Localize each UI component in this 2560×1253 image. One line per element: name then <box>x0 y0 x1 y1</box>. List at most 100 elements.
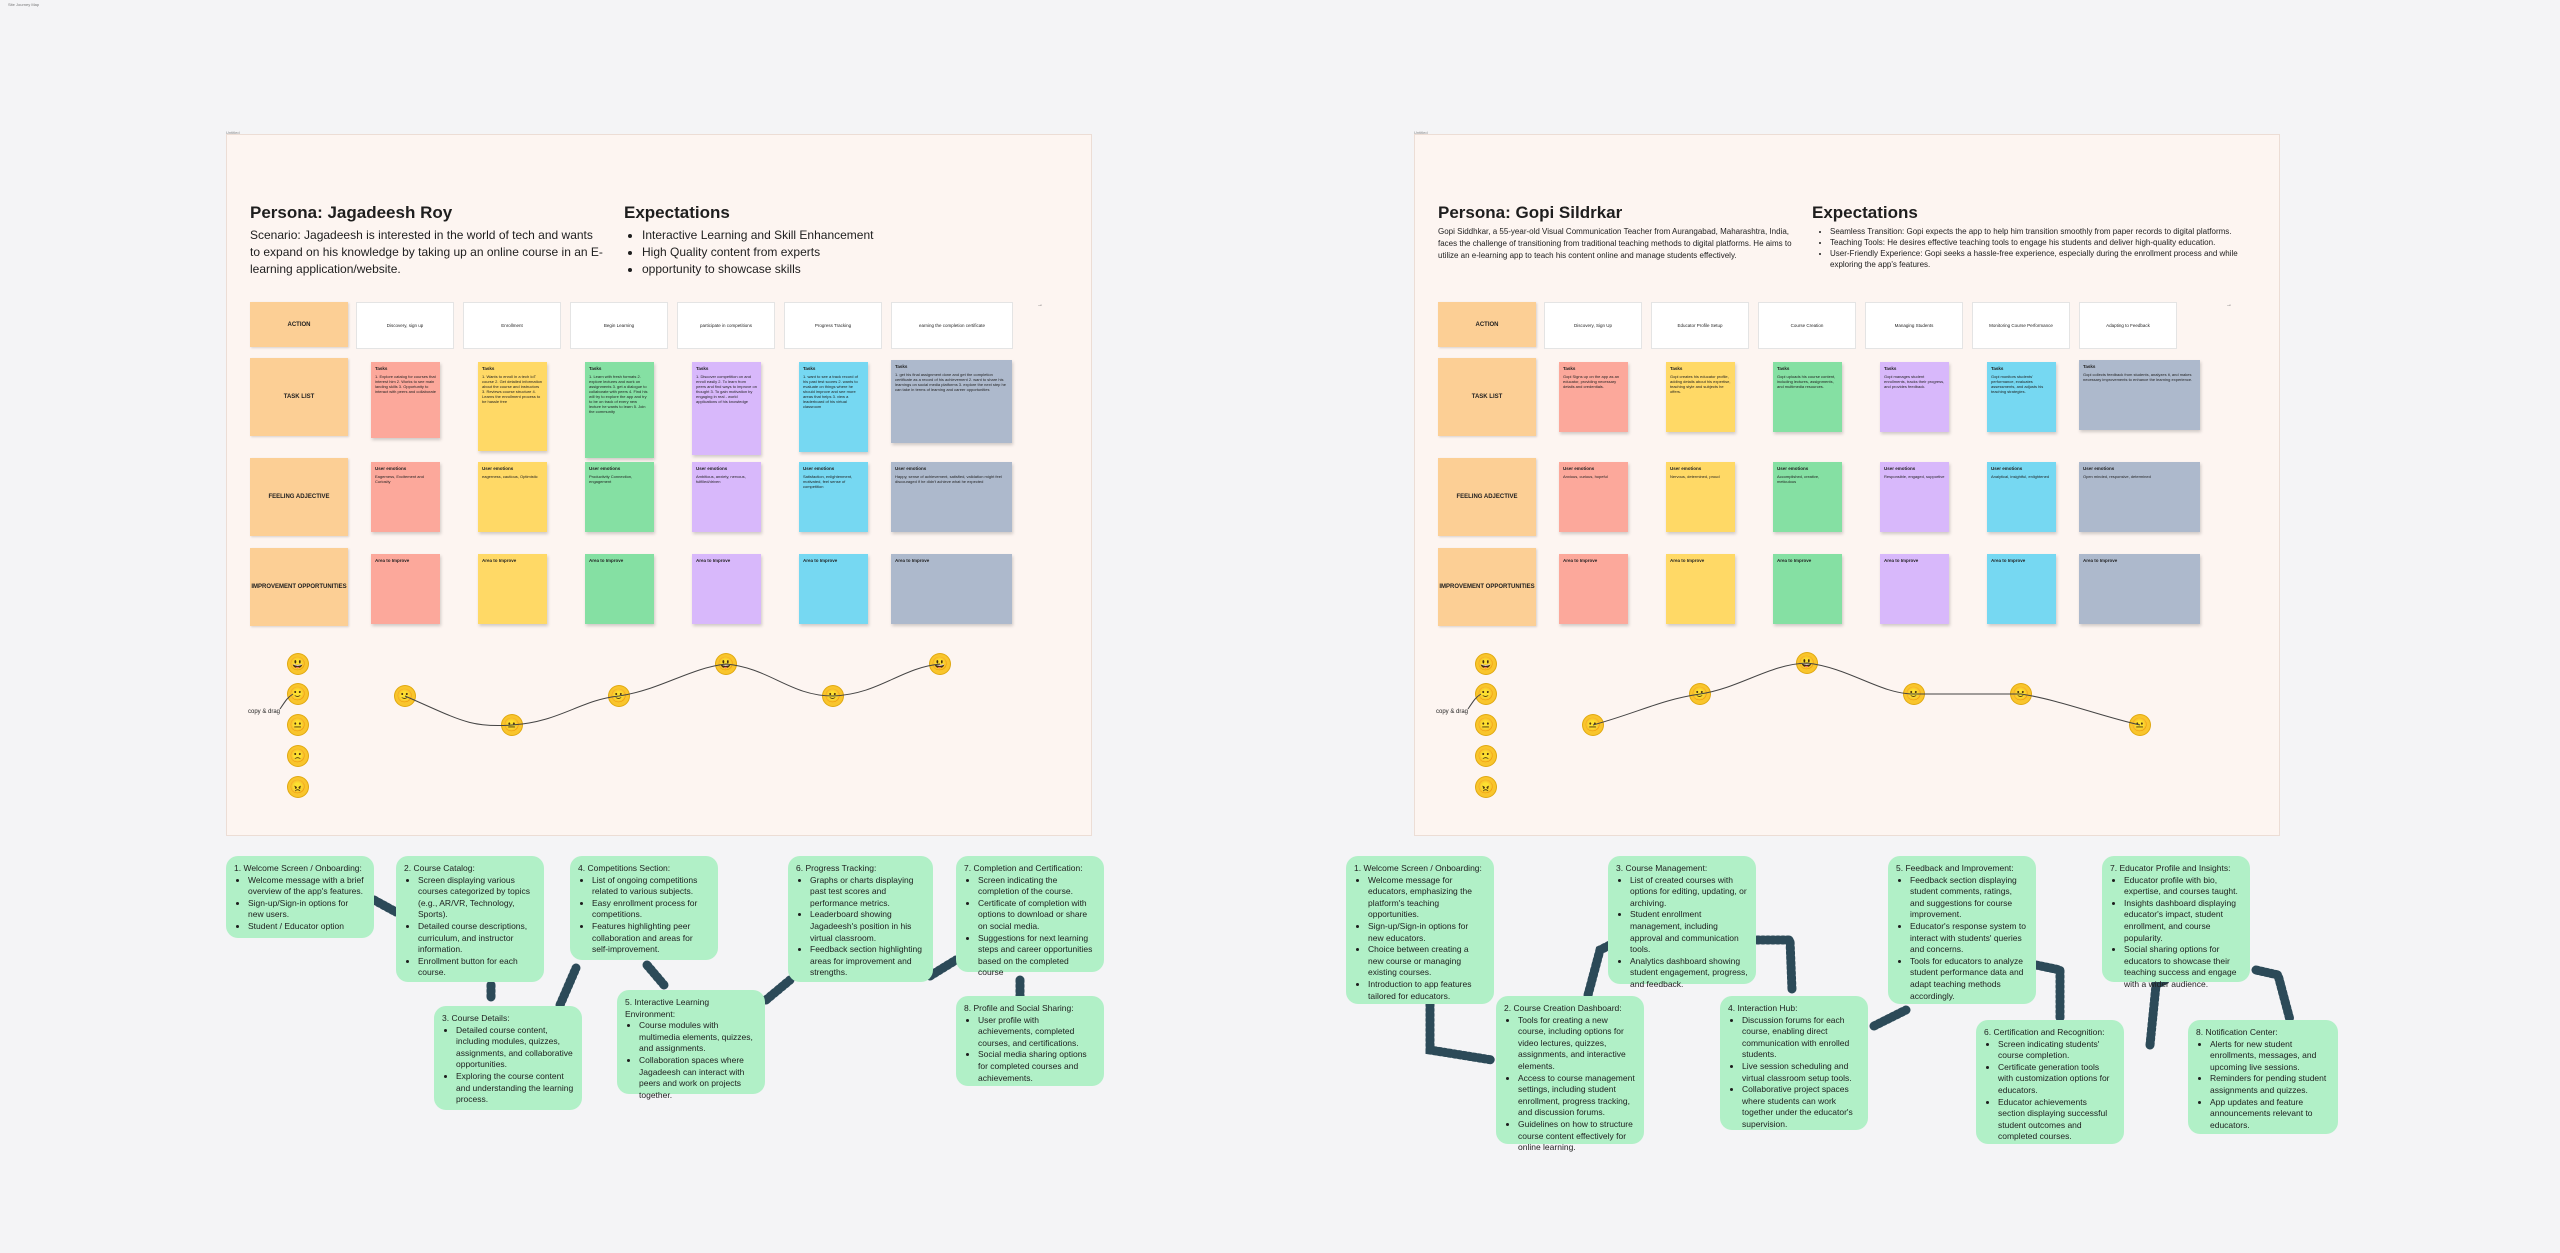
stage-card[interactable]: earning the completion certificate <box>891 302 1013 349</box>
row-label-improvement: IMPROVEMENT OPPORTUNITIES <box>250 548 348 626</box>
improve-sticky[interactable]: Area to Improve <box>478 554 547 624</box>
flow-card[interactable]: 8. Notification Center: Alerts for new s… <box>2188 1020 2338 1134</box>
sticky-text: Analytical, insightful, enlightened <box>1991 474 2050 479</box>
flow-card[interactable]: 2. Course Creation Dashboard: Tools for … <box>1496 996 1644 1152</box>
happy-face-icon[interactable]: 😃 <box>288 654 308 674</box>
flow-card-list: Alerts for new student enrollments, mess… <box>2196 1039 2330 1132</box>
sad-face-icon[interactable]: 🙁 <box>1476 746 1496 766</box>
sticky-title: Tasks <box>1670 366 1683 371</box>
flow-card[interactable]: 1. Welcome Screen / Onboarding: Welcome … <box>226 856 374 938</box>
flow-card[interactable]: 5. Interactive Learning Environment: Cou… <box>617 990 765 1100</box>
sticky-text: 1. Wants to enroll in a tech IoT course … <box>482 374 543 404</box>
flow-card-list: Screen displaying various courses catego… <box>404 875 536 979</box>
expectations-list: Interactive Learning and Skill Enhanceme… <box>624 227 992 278</box>
emotion-curve <box>1592 662 2141 726</box>
flow-card[interactable]: 3. Course Details: Detailed course conte… <box>434 1006 582 1110</box>
flow-card-item: Insights dashboard displaying educator's… <box>2124 898 2242 944</box>
angry-face-icon[interactable]: 😠 <box>288 777 308 797</box>
stage-card[interactable]: Discovery, sign up <box>356 302 454 349</box>
stage-card[interactable]: Monitoring Course Performance <box>1972 302 2070 349</box>
angry-face-icon[interactable]: 😠 <box>1476 777 1496 797</box>
row-label-task-list: TASK LIST <box>250 358 348 436</box>
flow-card-item: List of ongoing competitions related to … <box>592 875 710 898</box>
smile-face-icon[interactable]: 🙂 <box>288 684 308 704</box>
flow-card-item: Certificate of completion with options t… <box>978 898 1096 933</box>
neutral-face-icon[interactable]: 😐 <box>288 715 308 735</box>
improve-sticky[interactable]: Area to Improve <box>371 554 440 624</box>
stage-card[interactable]: Progress Tracking <box>784 302 882 349</box>
flow-card[interactable]: 8. Profile and Social Sharing: User prof… <box>956 996 1104 1086</box>
flow-card-list: Detailed course content, including modul… <box>442 1025 574 1106</box>
board-label[interactable]: Untitled <box>226 130 240 135</box>
flow-card[interactable]: 6. Progress Tracking: Graphs or charts d… <box>788 856 933 982</box>
stage-card[interactable]: Begin Learning <box>570 302 668 349</box>
neutral-face-icon[interactable]: 😐 <box>1476 715 1496 735</box>
stage-card[interactable]: Discovery, Sign Up <box>1544 302 1642 349</box>
expectation-item: opportunity to showcase skills <box>642 261 992 278</box>
sticky-title: User emotions <box>1670 466 1702 471</box>
improve-sticky[interactable]: Area to Improve <box>2079 554 2200 624</box>
flow-card[interactable]: 7. Completion and Certification: Screen … <box>956 856 1104 977</box>
flow-card[interactable]: 4. Interaction Hub: Discussion forums fo… <box>1720 996 1868 1130</box>
stage-card[interactable]: Course Creation <box>1758 302 1856 349</box>
improve-sticky[interactable]: Area to Improve <box>891 554 1012 624</box>
flow-card[interactable]: 6. Certification and Recognition: Screen… <box>1976 1020 2124 1144</box>
flow-card[interactable]: 7. Educator Profile and Insights: Educat… <box>2102 856 2250 989</box>
flow-card[interactable]: 5. Feedback and Improvement: Feedback se… <box>1888 856 2036 1004</box>
sticky-text: Gopi creates his educator profile, addin… <box>1670 374 1731 394</box>
smile-face-icon[interactable]: 🙂 <box>1476 684 1496 704</box>
sad-face-icon[interactable]: 🙁 <box>288 746 308 766</box>
flow-card[interactable]: 4. Competitions Section: List of ongoing… <box>570 856 718 960</box>
happy-face-icon[interactable]: 😃 <box>1476 654 1496 674</box>
flow-card[interactable]: 1. Welcome Screen / Onboarding: Welcome … <box>1346 856 1494 1004</box>
sticky-title: Tasks <box>589 366 602 371</box>
improve-sticky[interactable]: Area to Improve <box>1666 554 1735 624</box>
improve-sticky[interactable]: Area to Improve <box>585 554 654 624</box>
flow-card[interactable]: 2. Course Catalog: Screen displaying var… <box>396 856 544 982</box>
flow-arrow <box>555 963 581 1010</box>
stage-card[interactable]: participate in competitions <box>677 302 775 349</box>
flow-card-item: Educator profile with bio, expertise, an… <box>2124 875 2242 898</box>
improve-sticky[interactable]: Area to Improve <box>1773 554 1842 624</box>
board-label[interactable]: Untitled <box>1414 130 1428 135</box>
flow-arrow <box>642 960 669 990</box>
improve-sticky[interactable]: Area to Improve <box>1559 554 1628 624</box>
stage-card[interactable]: Educator Profile Setup <box>1651 302 1749 349</box>
improve-sticky[interactable]: Area to Improve <box>1880 554 1949 624</box>
flow-arrow <box>369 895 401 917</box>
stage-card[interactable]: Managing Students <box>1865 302 1963 349</box>
sticky-title: Area to Improve <box>1670 558 1705 563</box>
expectation-item: User-Friendly Experience: Gopi seeks a h… <box>1830 248 2250 270</box>
flow-card[interactable]: 3. Course Management: List of created co… <box>1608 856 1756 989</box>
improve-sticky[interactable]: Area to Improve <box>692 554 761 624</box>
stage-card[interactable]: Adapting to Feedback <box>2079 302 2177 349</box>
stage-card[interactable]: Enrollment <box>463 302 561 349</box>
sticky-text: 1. get his final assignment done and get… <box>895 372 1006 392</box>
improve-sticky[interactable]: Area to Improve <box>1987 554 2056 624</box>
improve-sticky[interactable]: Area to Improve <box>799 554 868 624</box>
